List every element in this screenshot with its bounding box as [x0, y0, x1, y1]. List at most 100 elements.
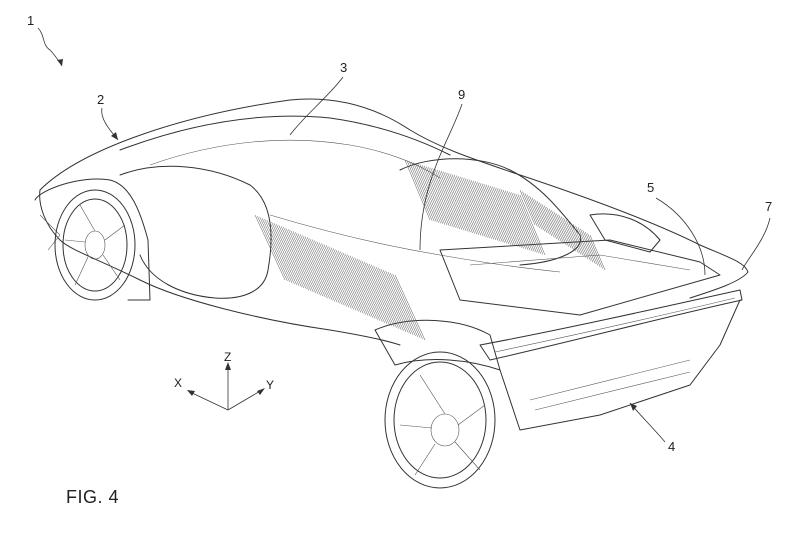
hatch-line: [449, 173, 475, 234]
hatch-line: [359, 259, 390, 325]
hatch-line: [292, 231, 324, 297]
hatch-line: [371, 264, 402, 330]
hatch-line: [472, 180, 499, 241]
hatch-line: [380, 268, 411, 335]
hatch-line: [589, 234, 606, 271]
hatch-line: [259, 216, 290, 283]
hatch-line: [440, 170, 467, 232]
hatch-line: [342, 252, 374, 318]
hatch-line: [368, 263, 400, 329]
hatch-line: [464, 178, 490, 239]
hatch-line: [582, 230, 598, 266]
hatch-line: [276, 224, 307, 290]
hatch-line: [314, 240, 345, 306]
axis-z-label: Z: [224, 350, 231, 364]
hatch-line: [481, 183, 507, 244]
hatch-line: [415, 163, 441, 224]
hatch-line: [254, 214, 286, 281]
axis-y-label: Y: [266, 378, 274, 392]
hatch-line: [325, 245, 357, 311]
vehicle-body: [34, 98, 749, 431]
hatch-line: [280, 226, 312, 292]
hatch-line: [575, 225, 591, 261]
hatch-line: [323, 244, 355, 310]
svg-text:4: 4: [668, 439, 675, 454]
hatch-line: [496, 187, 522, 248]
hatch-line: [257, 215, 288, 282]
hatch-line: [269, 220, 300, 287]
hatch-line: [363, 261, 395, 327]
svg-text:5: 5: [647, 180, 654, 195]
hatch-line: [553, 211, 570, 247]
hatch-line: [295, 232, 326, 298]
hatch-line: [273, 223, 305, 289]
hatch-line: [502, 189, 529, 250]
hatch-line: [541, 203, 557, 240]
hatch-line: [515, 193, 541, 254]
hatch-line: [492, 186, 518, 247]
hatch-line: [432, 168, 458, 229]
hatch-line: [283, 227, 314, 293]
hatch-line: [462, 177, 488, 238]
hatch-line: [354, 257, 385, 323]
hatch-line: [468, 179, 495, 240]
hatch-line: [498, 188, 524, 249]
hatch-line: [436, 169, 463, 230]
hatch-line: [271, 222, 302, 288]
hatch-line: [509, 191, 535, 252]
hatch-line: [455, 175, 482, 236]
hatch-line: [299, 234, 331, 300]
hatch-line: [378, 267, 409, 333]
hatch-line: [546, 206, 562, 243]
hatch-line: [531, 197, 548, 233]
hatch-line: [387, 271, 419, 338]
hatch-line: [447, 172, 473, 234]
hatch-line: [445, 172, 471, 233]
hatch-line: [406, 160, 433, 221]
hatch-line: [479, 182, 505, 243]
hatch-line: [565, 219, 582, 255]
hatch-line: [423, 165, 450, 226]
hatch-line: [302, 235, 333, 301]
hatch-line: [390, 272, 421, 339]
hatch-line: [375, 266, 407, 332]
hatch-line: [511, 192, 537, 253]
hatch-line: [555, 213, 572, 249]
hatch-line: [428, 167, 454, 228]
hatch-line: [385, 270, 416, 337]
hatch-line: [392, 273, 423, 340]
hatch-line: [430, 167, 456, 228]
hatch-line: [477, 181, 503, 243]
hatch-line: [485, 184, 512, 245]
hatch-line: [347, 254, 378, 320]
hatch-line: [489, 185, 516, 247]
hatch-line: [337, 250, 369, 316]
hatch-line: [318, 242, 350, 308]
hatch-line: [297, 233, 328, 299]
svg-text:9: 9: [458, 87, 465, 102]
hatch-line: [466, 178, 492, 239]
hatch-line: [304, 236, 336, 302]
hatch-line: [287, 229, 319, 295]
svg-text:2: 2: [97, 92, 104, 107]
hatch-line: [534, 199, 550, 235]
svg-text:7: 7: [765, 199, 772, 214]
hatch-line: [309, 238, 340, 304]
hatch-line: [548, 208, 565, 244]
hatch-line: [366, 262, 397, 328]
hatch-line: [580, 228, 596, 264]
hatch-line: [570, 222, 586, 258]
hatch-line: [426, 166, 452, 227]
hatch-line: [560, 216, 577, 252]
hatch-line: [328, 246, 359, 312]
hatch-line: [551, 210, 567, 246]
hatch-line: [453, 174, 480, 236]
hatch-line: [404, 159, 431, 221]
hatch-line: [475, 181, 501, 242]
hatch-line: [382, 269, 414, 336]
hatch-line: [352, 256, 383, 322]
hatch-line: [330, 247, 362, 313]
reference-numeral-7: 7: [741, 199, 772, 271]
svg-text:1: 1: [27, 13, 34, 28]
hatch-line: [519, 194, 546, 256]
